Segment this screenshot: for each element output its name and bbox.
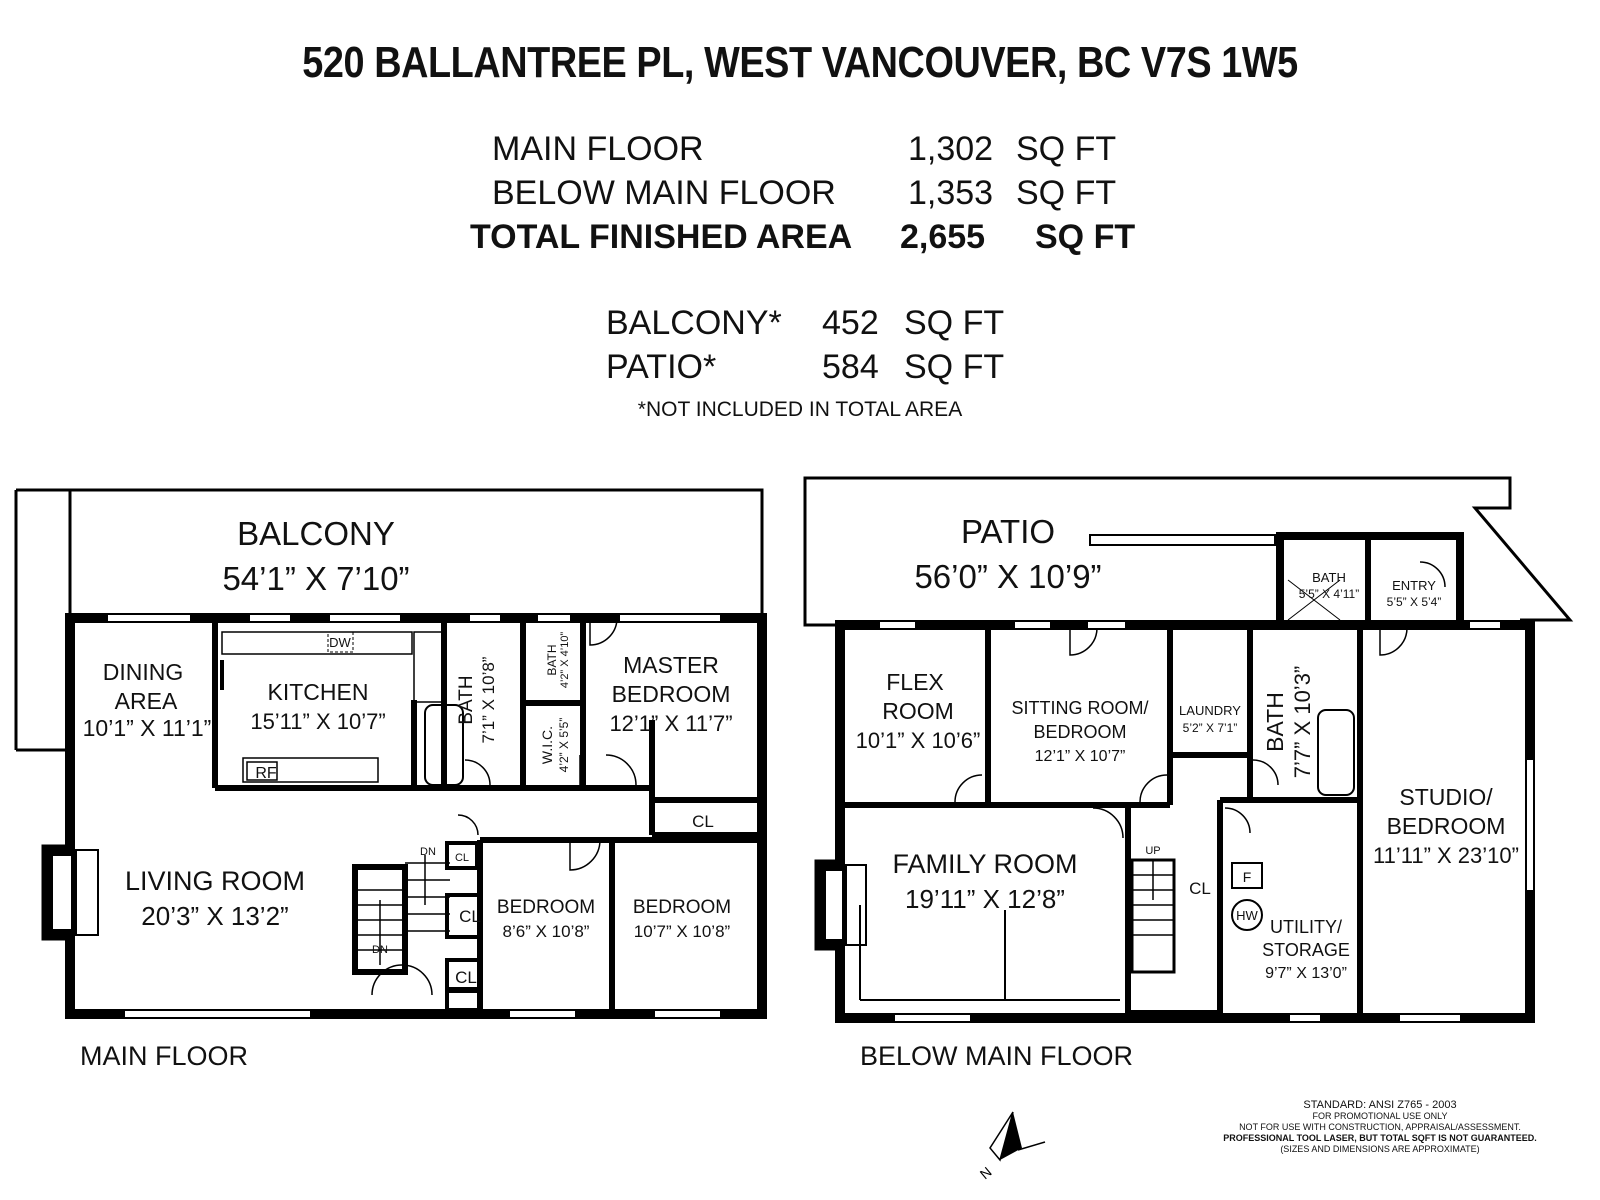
below-floor-area-unit: SQ FT — [1016, 174, 1117, 212]
balcony-dims: 54’1” X 7’10” — [222, 560, 409, 597]
dining-name-1: DINING — [103, 659, 184, 685]
fridge-label: RF — [255, 765, 277, 782]
master-dims: 12’1” X 11’7” — [609, 711, 732, 736]
bath-large-name: BATH — [1262, 692, 1288, 752]
patio-name: PATIO — [961, 513, 1055, 550]
main-floor-plan — [14, 488, 767, 1019]
disclaimer-line-1: FOR PROMOTIONAL USE ONLY — [1312, 1111, 1448, 1121]
area-footnote: *NOT INCLUDED IN TOTAL AREA — [637, 398, 963, 421]
disclaimer-line-3: PROFESSIONAL TOOL LASER, BUT TOTAL SQFT … — [1223, 1133, 1537, 1143]
bedroom2-dims: 10’7” X 10’8” — [634, 922, 731, 941]
utility-name-1: UTILITY/ — [1270, 917, 1342, 937]
utility-name-2: STORAGE — [1262, 940, 1350, 960]
standard-note: STANDARD: ANSI Z765 - 2003 — [1303, 1099, 1457, 1111]
below-floor-area-value: 1,353 — [908, 174, 994, 212]
compass-north-label: N — [977, 1164, 995, 1183]
balcony-area-value: 452 — [822, 304, 879, 342]
bath-large-dims: 7’7” X 10’3” — [1290, 666, 1315, 779]
patio-area-unit: SQ FT — [904, 348, 1005, 386]
entry-dims: 5’5” X 5’4” — [1387, 595, 1442, 609]
bedroom1-dims: 8’6” X 10’8” — [503, 922, 590, 941]
disclaimer: STANDARD: ANSI Z765 - 2003 FOR PROMOTION… — [1200, 1100, 1560, 1155]
dining-name-2: AREA — [115, 688, 178, 714]
bedroom2-name: BEDROOM — [633, 897, 731, 918]
wic-dims: 4’2” X 5’5” — [557, 718, 571, 773]
balcony-area-unit: SQ FT — [904, 304, 1005, 342]
dishwasher-label: DW — [329, 635, 351, 650]
bath-small-name: BATH — [1312, 570, 1346, 585]
balcony-name: BALCONY — [237, 515, 395, 552]
patio-dims: 56’0” X 10’9” — [914, 558, 1101, 595]
closet-label-bedroom: CL — [459, 907, 481, 926]
flex-dims: 10’1” X 10’6” — [856, 728, 981, 753]
bath2-name: BATH — [545, 644, 559, 675]
bath-small-dims: 5’5” X 4’11” — [1299, 587, 1359, 601]
master-name-2: BEDROOM — [612, 681, 731, 707]
total-area-label: TOTAL FINISHED AREA — [470, 218, 853, 256]
main-floor-area-value: 1,302 — [908, 130, 994, 168]
closet-label-below: CL — [1189, 879, 1211, 898]
stair-down-label-1: DN — [420, 846, 436, 858]
compass-icon: N — [977, 1111, 1046, 1183]
bath2-dims: 4’2” X 4’10” — [559, 632, 571, 689]
stair-closet-hatched — [445, 958, 482, 1012]
hot-water-label: HW — [1236, 908, 1258, 923]
bath1-dims: 7’1” X 10’8” — [479, 656, 498, 743]
main-floor-label: MAIN FLOOR — [80, 1041, 248, 1071]
below-floor-plan — [803, 476, 1574, 1023]
kitchen-name: KITCHEN — [268, 679, 369, 705]
main-floor-area-label: MAIN FLOOR — [492, 130, 704, 168]
stair-up-label: UP — [1145, 845, 1160, 857]
family-name: FAMILY ROOM — [892, 849, 1077, 879]
furnace-label: F — [1243, 869, 1252, 885]
patio-area-label: PATIO* — [606, 348, 717, 386]
closet-label-stair: CL — [455, 968, 477, 987]
sitting-dims: 12’1” X 10’7” — [1035, 748, 1126, 765]
studio-dims: 11’11” X 23’10” — [1373, 843, 1519, 868]
main-floor-area-unit: SQ FT — [1016, 130, 1117, 168]
stair-down-label-2: DN — [372, 944, 388, 956]
patio-area-value: 584 — [822, 348, 879, 386]
page-title: 520 BALLANTREE PL, WEST VANCOUVER, BC V7… — [302, 38, 1298, 87]
studio-name-2: BEDROOM — [1387, 813, 1506, 839]
patio-outline — [803, 476, 1574, 627]
sitting-name-2: BEDROOM — [1033, 722, 1126, 742]
master-name-1: MASTER — [623, 652, 719, 678]
dining-dims: 10’1” X 11’1” — [83, 715, 212, 741]
sitting-name-1: SITTING ROOM/ — [1012, 698, 1149, 718]
bedroom1-name: BEDROOM — [497, 897, 595, 918]
living-dims: 20’3” X 13’2” — [141, 901, 288, 931]
balcony-area-label: BALCONY* — [606, 304, 782, 342]
total-area-value: 2,655 — [900, 218, 986, 256]
balcony-outline — [68, 488, 764, 618]
living-name: LIVING ROOM — [125, 866, 305, 896]
below-floor-area-label: BELOW MAIN FLOOR — [492, 174, 836, 212]
laundry-name: LAUNDRY — [1179, 703, 1241, 718]
below-floor-label: BELOW MAIN FLOOR — [860, 1041, 1133, 1071]
family-dims: 19’11” X 12’8” — [905, 884, 1065, 914]
laundry-dims: 5’2” X 7’1” — [1183, 721, 1238, 735]
flex-name-1: FLEX — [886, 669, 944, 695]
bath1-name: BATH — [456, 675, 477, 724]
closet-label-small: CL — [455, 852, 469, 864]
closet-label-hall: CL — [692, 812, 714, 831]
kitchen-dims: 15’11” X 10’7” — [250, 709, 385, 734]
disclaimer-line-2: NOT FOR USE WITH CONSTRUCTION, APPRAISAL… — [1239, 1122, 1521, 1132]
utility-dims: 9’7” X 13’0” — [1265, 965, 1347, 982]
wic-name: W.I.C. — [539, 726, 555, 764]
total-area-unit: SQ FT — [1035, 218, 1136, 256]
disclaimer-line-4: (SIZES AND DIMENSIONS ARE APPROXIMATE) — [1280, 1144, 1480, 1154]
studio-name-1: STUDIO/ — [1399, 784, 1493, 810]
flex-name-2: ROOM — [882, 698, 954, 724]
entry-name: ENTRY — [1392, 578, 1436, 593]
